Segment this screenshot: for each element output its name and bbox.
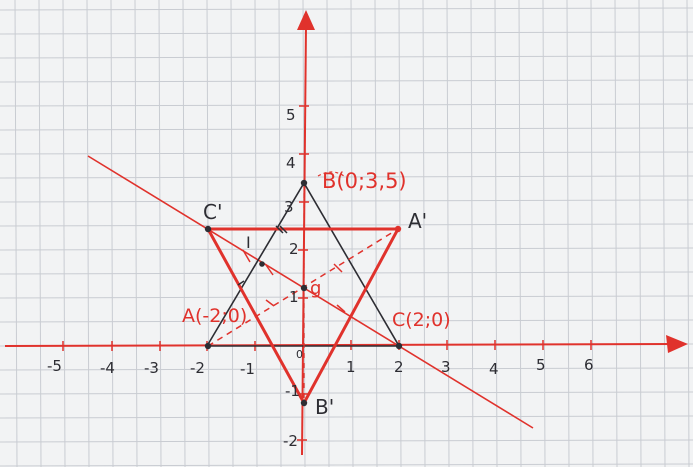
y-tick-label: 5 [286, 106, 296, 124]
grid-line-vertical [590, 0, 594, 467]
grid-line-vertical [182, 0, 186, 467]
grid-line-horizontal [0, 439, 693, 443]
grid-line-horizontal [0, 295, 693, 299]
grid-line-vertical [518, 0, 522, 467]
x-axis-arrow-icon [666, 335, 688, 353]
grid-line-vertical [86, 0, 90, 467]
x-tick-label: 1 [346, 358, 356, 376]
grid-line-vertical [446, 0, 450, 467]
origin-label: 0 [296, 348, 303, 361]
point-label-a-prime: A' [408, 209, 427, 233]
grid-line-horizontal [0, 127, 693, 131]
grid-line-horizontal [0, 247, 693, 251]
x-axis [4, 343, 677, 347]
grid-line-vertical [494, 0, 498, 467]
grid-line-vertical [566, 0, 570, 467]
grid-line-horizontal [0, 415, 693, 419]
grid-line-vertical [38, 0, 42, 467]
y-axis-labels: 5 4 3 2 1 -1 -2 0 [283, 106, 303, 450]
point-labels: B(0;3,5) A(-2;0) C(2;0) A' C' B' g I [182, 169, 451, 419]
point-label-c: C(2;0) [392, 309, 451, 331]
compass-arc [317, 171, 345, 177]
grid-line-vertical [110, 0, 114, 467]
point-label-g: g [310, 278, 321, 299]
vertex-dots [204, 179, 403, 407]
grid-line-vertical [254, 0, 258, 467]
grid-line-vertical [470, 0, 474, 467]
grid-line-vertical [350, 0, 354, 467]
grid-line-vertical [686, 0, 690, 467]
x-axis-labels: -5 -4 -3 -2 -1 1 2 3 4 5 6 [47, 356, 594, 378]
grid-line-horizontal [0, 223, 693, 227]
axes [4, 10, 688, 456]
y-tick-label: 1 [289, 288, 299, 306]
y-tick-label: 2 [289, 240, 299, 258]
point-label-c-prime: C' [203, 200, 222, 224]
grid-line-vertical [326, 0, 330, 467]
grid-line-horizontal [0, 103, 693, 107]
grid-line-vertical [398, 0, 402, 467]
y-axis-arrow-icon [297, 10, 315, 30]
x-tick-label: -5 [47, 357, 62, 375]
grid-line-vertical [134, 0, 138, 467]
red-line-through-c-prime-and-c [87, 155, 534, 429]
grid-line-horizontal [0, 31, 693, 35]
grid-line-vertical [14, 0, 18, 467]
grid-line-horizontal [0, 271, 693, 275]
black-marks [237, 225, 288, 286]
point-label-b-prime: B' [315, 395, 334, 419]
grid-line-horizontal [0, 463, 693, 467]
y-tick-label: 3 [284, 198, 294, 216]
grid-line-vertical [206, 0, 210, 467]
x-tick-label: -2 [190, 359, 205, 377]
x-tick-label: -3 [144, 359, 159, 377]
point-label-a: A(-2;0) [182, 305, 247, 327]
grid-line-vertical [62, 0, 66, 467]
grid-line-vertical [614, 0, 618, 467]
x-tick-label: 6 [584, 356, 594, 374]
x-tick-label: -1 [240, 360, 255, 378]
grid-line-vertical [230, 0, 234, 467]
grid-line-horizontal [0, 55, 693, 59]
point-label-b: B(0;3,5) [322, 169, 407, 193]
y-axis [301, 23, 307, 456]
grid-line-horizontal [0, 367, 693, 371]
grid-line-horizontal [0, 391, 693, 395]
grid-line-horizontal [0, 151, 693, 155]
grid-line-horizontal [0, 79, 693, 83]
y-tick-label: 4 [286, 154, 296, 172]
grid-line-horizontal [0, 175, 693, 179]
triangle-abc [205, 181, 401, 347]
grid-line-horizontal [0, 199, 693, 203]
x-tick-label: -4 [100, 359, 115, 377]
y-tick-label: -1 [285, 382, 300, 400]
y-tick-label: -2 [283, 432, 298, 450]
grid-line-vertical [638, 0, 642, 467]
grid-line-vertical [158, 0, 162, 467]
x-tick-label: 4 [489, 360, 499, 378]
point-label-i: I [246, 233, 251, 252]
grid-line-horizontal [0, 319, 693, 323]
x-tick-label: 2 [394, 358, 404, 376]
equal-length-marks [242, 249, 346, 313]
x-tick-label: 5 [536, 356, 546, 374]
grid-line-horizontal [0, 7, 693, 11]
grid-line-vertical [278, 0, 282, 467]
grid-line-vertical [422, 0, 426, 467]
grid-line-vertical [542, 0, 546, 467]
grid-line-vertical [374, 0, 378, 467]
grid-line-vertical [662, 0, 666, 467]
x-tick-label: 3 [441, 358, 451, 376]
